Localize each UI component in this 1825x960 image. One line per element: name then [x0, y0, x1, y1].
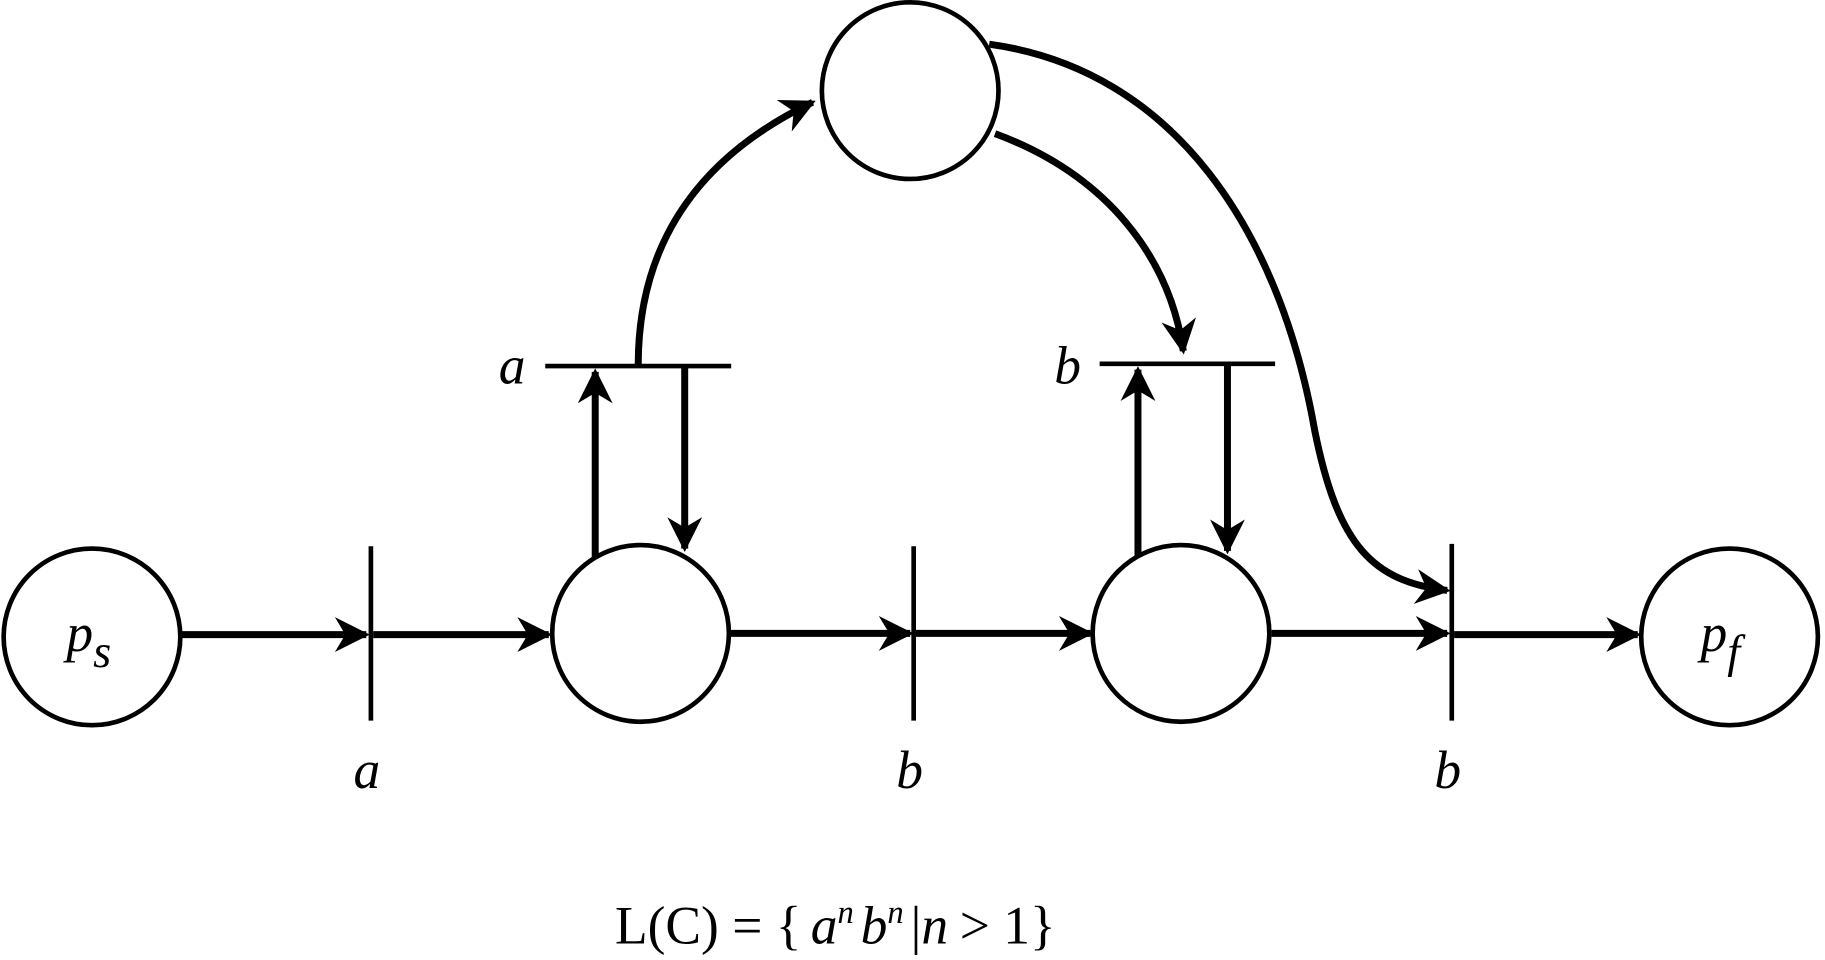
- place-start-label: ps: [62, 603, 111, 678]
- transition-loop-b-label: b: [1054, 336, 1081, 396]
- place-start: [1, 546, 183, 728]
- arc-top-to-loop-b: [993, 130, 1196, 355]
- place-1: [549, 542, 732, 725]
- place-top: [819, 0, 1001, 182]
- arc-loop-a-to-top: [634, 99, 816, 365]
- transition-t1-label: a: [353, 740, 380, 800]
- place-2: [1090, 542, 1272, 725]
- transition-t2-label: b: [896, 740, 923, 800]
- place-final: [1638, 546, 1821, 728]
- arc-top-to-t3: [988, 40, 1451, 604]
- transition-loop-a-label: a: [499, 336, 526, 396]
- transition-t3-label: b: [1434, 740, 1461, 800]
